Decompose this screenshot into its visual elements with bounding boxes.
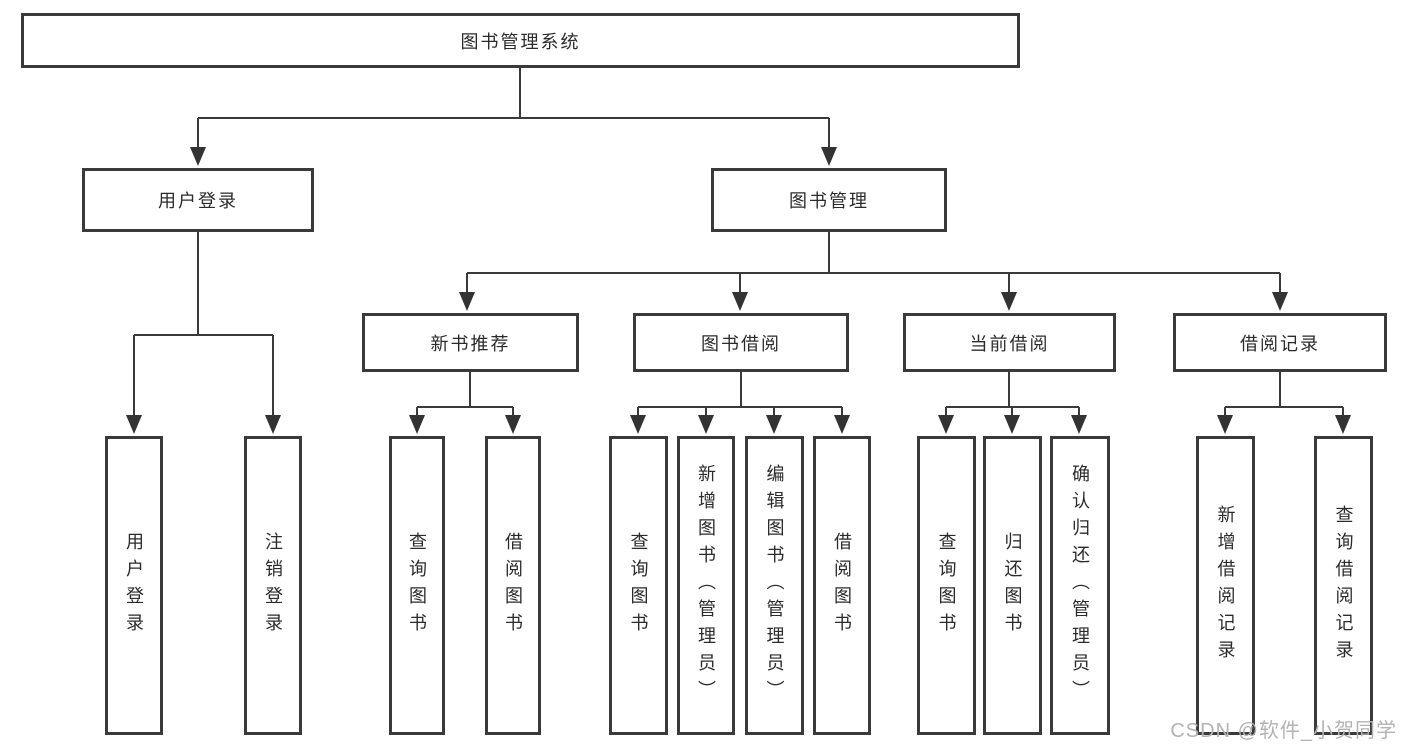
node-label: 查询图书	[628, 531, 649, 640]
leaf-query-books: 查询图书	[389, 436, 445, 735]
node-label: 查询借阅记录	[1333, 504, 1354, 667]
leaf-edit-books-admin: 编辑图书（管理员）	[745, 436, 804, 735]
arrowhead-icons	[126, 147, 1351, 434]
leaf-query-books: 查询图书	[609, 436, 668, 735]
leaf-return-books: 归还图书	[983, 436, 1042, 735]
node-label: 借阅记录	[1240, 333, 1320, 354]
node-label: 确认归还（管理员）	[1070, 464, 1090, 707]
node-user-login: 用户登录	[82, 168, 314, 232]
leaf-borrow-books: 借阅图书	[485, 436, 541, 735]
leaf-borrow-books: 借阅图书	[813, 436, 871, 735]
node-label: 查询图书	[936, 531, 957, 640]
node-label: 新书推荐	[430, 333, 511, 354]
csdn-watermark: CSDN @软件_小贺同学	[1170, 720, 1397, 742]
node-label: 图书管理系统	[460, 31, 581, 52]
node-label: 图书借阅	[701, 333, 781, 354]
node-label: 当前借阅	[969, 333, 1050, 354]
node-label: 编辑图书（管理员）	[764, 464, 785, 707]
leaf-confirm-return-admin: 确认归还（管理员）	[1050, 436, 1110, 735]
node-book-borrowing: 图书借阅	[633, 313, 849, 372]
node-library-management-system: 图书管理系统	[21, 13, 1020, 68]
node-label: 新增图书（管理员）	[696, 464, 716, 707]
node-label: 用户登录	[124, 531, 144, 640]
leaf-logout: 注销登录	[244, 436, 302, 735]
leaf-query-borrow-record: 查询借阅记录	[1314, 436, 1373, 735]
node-borrowing-records: 借阅记录	[1173, 313, 1387, 372]
node-book-management: 图书管理	[711, 168, 947, 232]
node-label: 查询图书	[407, 531, 427, 640]
node-current-borrowing: 当前借阅	[903, 313, 1116, 372]
node-new-book-recommendation: 新书推荐	[362, 313, 579, 372]
leaf-query-books: 查询图书	[917, 436, 976, 735]
node-label: 用户登录	[158, 191, 238, 211]
leaf-user-login: 用户登录	[105, 436, 163, 735]
node-label: 借阅图书	[832, 531, 852, 640]
node-label: 借阅图书	[503, 531, 523, 640]
node-label: 注销登录	[263, 531, 283, 640]
leaf-add-books-admin: 新增图书（管理员）	[677, 436, 735, 735]
node-label: 归还图书	[1002, 531, 1023, 640]
leaf-add-borrow-record: 新增借阅记录	[1196, 436, 1255, 735]
node-label: 新增借阅记录	[1215, 504, 1236, 667]
node-label: 图书管理	[789, 191, 869, 211]
